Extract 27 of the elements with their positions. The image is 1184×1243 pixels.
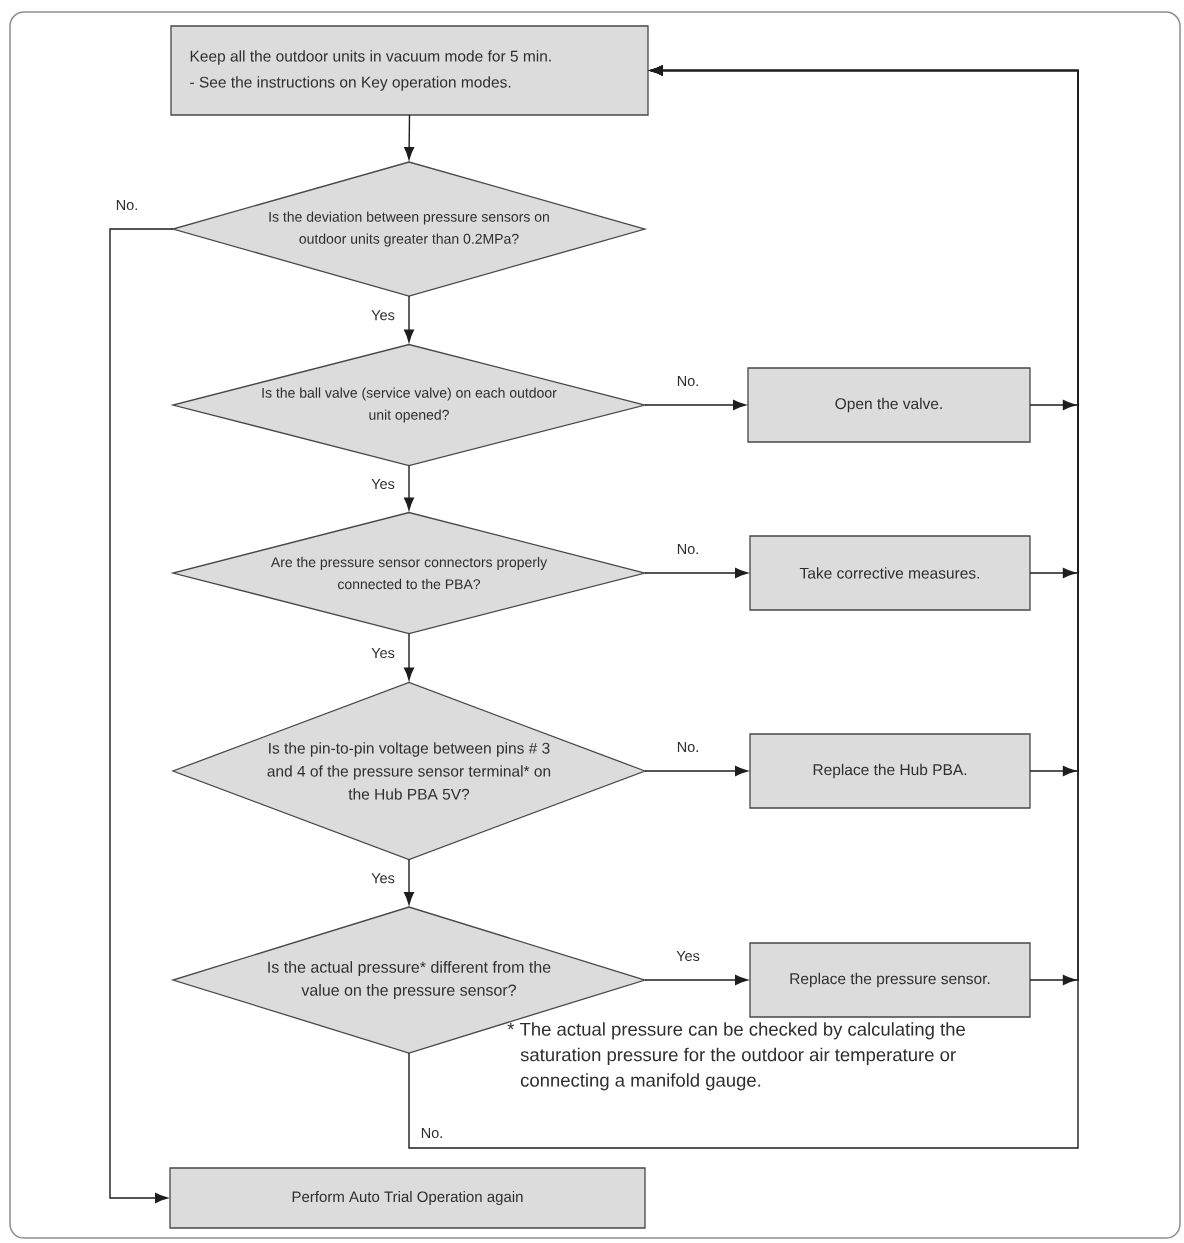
arrow — [650, 65, 1079, 985]
edge-label: Yes — [371, 873, 395, 884]
arrow — [404, 632, 414, 681]
process-box: Replace the pressure sensor. — [749, 942, 1031, 1018]
arrow — [644, 568, 748, 578]
arrow — [404, 464, 414, 511]
arrow — [404, 295, 414, 343]
edge-label: Yes — [371, 310, 395, 321]
process-box: Perform Auto Trial Operation again — [169, 1167, 646, 1229]
arrow — [404, 858, 414, 905]
arrow — [644, 766, 748, 776]
edge-label: No. — [677, 375, 698, 387]
process-box: Open the valve. — [747, 367, 1031, 443]
edge-label: No. — [116, 199, 137, 211]
edge-label: Yes — [371, 647, 395, 659]
edge-label: Yes — [371, 478, 395, 490]
arrow — [109, 228, 174, 1203]
process-box: Take corrective measures. — [749, 535, 1031, 611]
process-box: Replace the Hub PBA. — [749, 733, 1031, 809]
arrow — [404, 114, 415, 160]
edge-label: No. — [677, 543, 698, 555]
arrow — [644, 400, 746, 410]
arrow — [644, 975, 748, 985]
edge-label: No. — [677, 741, 698, 753]
edge-label: No. — [421, 1127, 442, 1139]
process-box: Keep all the outdoor units in vacuum mode for 5 min. - See the instructions on Key operation modes. — [170, 25, 649, 116]
edge-label: Yes — [676, 950, 700, 962]
